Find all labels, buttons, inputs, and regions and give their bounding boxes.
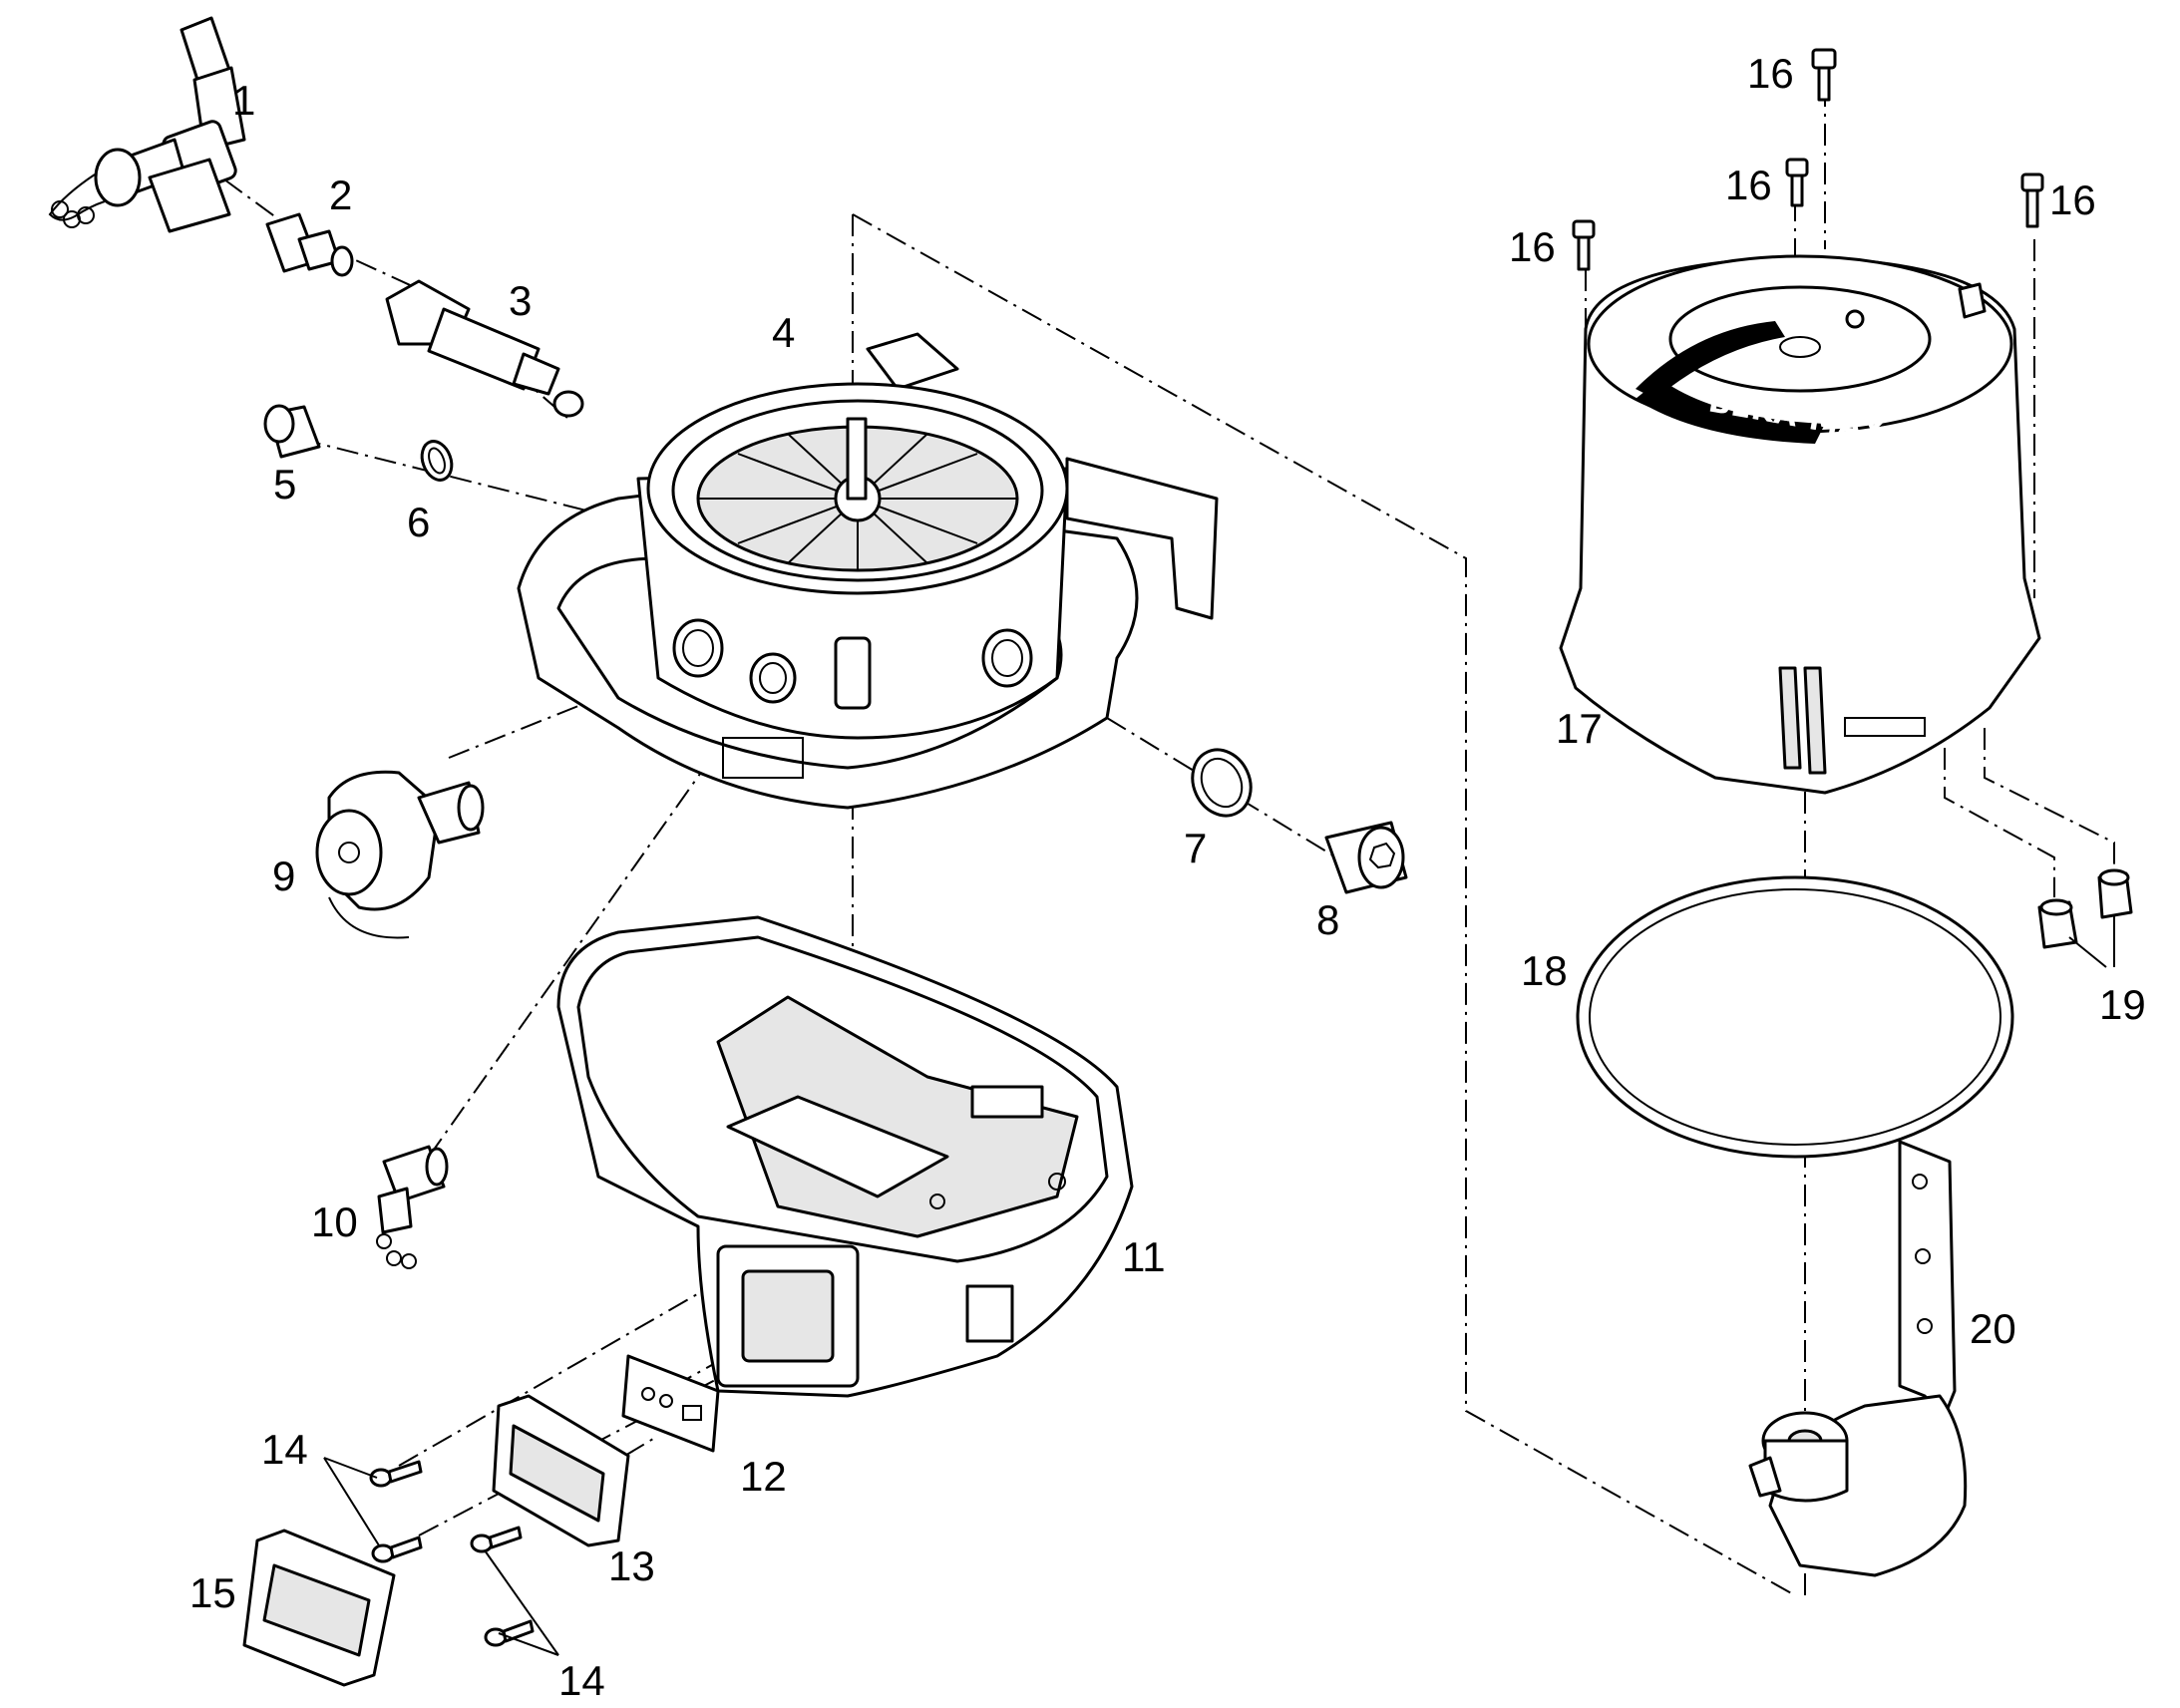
callout-16c: 16	[1509, 223, 1556, 270]
part-14-screws	[323, 1457, 559, 1656]
part-11-base	[556, 915, 1134, 1398]
callout-11: 11	[1122, 1233, 1166, 1280]
callout-2: 2	[329, 171, 352, 218]
callout-1: 1	[232, 77, 255, 124]
callout-10: 10	[311, 1198, 358, 1245]
callout-14b: 14	[558, 1657, 605, 1704]
part-18-oring	[1576, 875, 2014, 1159]
callout-16d: 16	[2049, 176, 2096, 223]
callout-labels: 1 2 3 4 5 6 7 8 9 10 11 12 13 14 14 15 1…	[189, 50, 2146, 1704]
part-12-plate	[621, 1354, 720, 1453]
part-16-screws	[1572, 48, 2044, 271]
callout-13: 13	[608, 1542, 655, 1589]
part-6-oring	[420, 440, 454, 482]
part-7-oring	[1191, 748, 1253, 818]
callout-8: 8	[1316, 896, 1339, 943]
callout-20: 20	[1970, 1305, 2016, 1352]
part-8-plug	[1324, 821, 1408, 894]
part-9-connector	[315, 770, 485, 939]
part-3-valve	[385, 279, 584, 418]
part-20-bracket	[1748, 1140, 1968, 1577]
callout-12: 12	[740, 1453, 787, 1500]
callout-7: 7	[1184, 825, 1207, 871]
callout-16a: 16	[1747, 50, 1794, 97]
callout-5: 5	[273, 461, 296, 508]
callout-19: 19	[2099, 981, 2146, 1028]
part-5-plug	[263, 404, 321, 459]
part-19-nipples	[2037, 868, 2133, 968]
callout-4: 4	[772, 309, 795, 356]
callout-18: 18	[1521, 947, 1568, 994]
part-15-cover	[242, 1529, 396, 1687]
callout-17: 17	[1556, 705, 1603, 752]
callout-3: 3	[509, 277, 532, 324]
part-10-fitting	[376, 1145, 449, 1269]
part-17-cover: BEKA-MAX	[1559, 254, 2041, 795]
part-1-fitting	[48, 16, 246, 233]
part-13-gasket	[492, 1394, 630, 1547]
callout-6: 6	[407, 499, 430, 545]
callout-9: 9	[272, 853, 295, 899]
callout-15: 15	[189, 1569, 236, 1616]
part-2-nipple	[265, 212, 354, 277]
part-4-pump-housing	[517, 332, 1219, 810]
callout-14a: 14	[261, 1426, 308, 1473]
callout-16b: 16	[1725, 162, 1772, 208]
